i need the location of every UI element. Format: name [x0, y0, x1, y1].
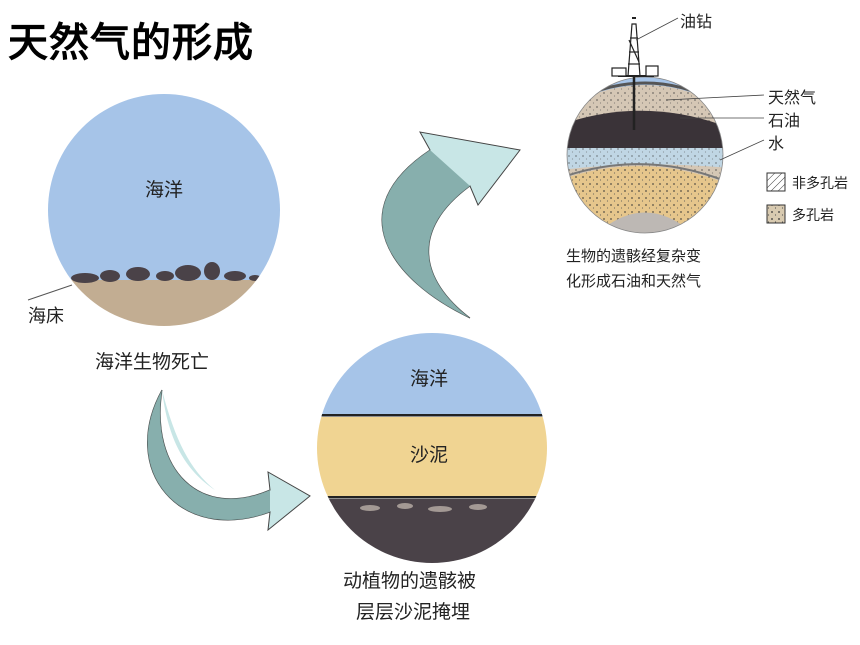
arrow-stage1-to-stage2 [147, 389, 311, 532]
stage1-ocean-label: 海洋 [145, 179, 184, 201]
legend-porous-label: 多孔岩 [792, 208, 834, 224]
stage3-water-label: 水 [768, 134, 785, 153]
stage3-caption-line2: 化形成石油和天然气 [566, 272, 702, 290]
stage3-pointers [635, 17, 765, 161]
stage3-gas-label: 天然气 [768, 88, 817, 107]
stage3-rig-label: 油钻 [680, 12, 713, 31]
legend-nonporous-swatch [766, 172, 786, 192]
stage1-debris [71, 262, 261, 283]
oil-rig [611, 17, 659, 130]
stage3-caption-line1: 生物的遗骸经复杂变 [566, 247, 702, 265]
legend-nonporous-label: 非多孔岩 [792, 176, 848, 192]
page-title: 天然气的形成 [8, 20, 254, 66]
stage2-caption-line1: 动植物的遗骸被 [343, 570, 477, 592]
stage1-caption: 海洋生物死亡 [95, 351, 210, 373]
stage2-mud-label: 沙泥 [410, 444, 449, 466]
stage3-cross-section [567, 77, 723, 233]
arrow-stage2-to-stage3 [381, 131, 521, 319]
stage2-ocean-label: 海洋 [410, 368, 449, 390]
stage3-oil-label: 石油 [768, 111, 801, 130]
stage1-circle [48, 94, 280, 326]
legend-porous-dots [767, 205, 785, 223]
seabed-pointer [27, 284, 73, 301]
stage2-caption-line2: 层层沙泥掩埋 [356, 601, 471, 623]
stage1-seabed-label: 海床 [28, 306, 64, 327]
